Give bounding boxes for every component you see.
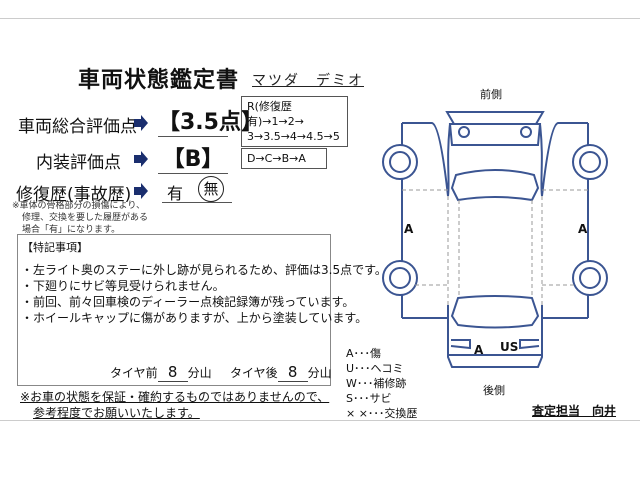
interior-scale-box: D→C→B→A	[241, 148, 327, 169]
remark-item: ・ホイールキャップに傷がありますが、上から塗装しています。	[21, 311, 368, 325]
interior-score-value: 【B】	[158, 141, 228, 174]
tire-unit: 分山	[307, 366, 332, 380]
bottom-divider	[0, 420, 640, 421]
hood	[448, 123, 542, 146]
tire-unit: 分山	[187, 366, 212, 380]
headlight	[520, 126, 532, 138]
scale-line: R(修復歴有)→1→2→	[247, 100, 304, 128]
damage-mark-right: A	[578, 222, 588, 236]
left-taillight	[450, 339, 471, 350]
tire-rear-label: タイヤ後	[230, 366, 278, 380]
rear-body	[447, 305, 543, 368]
top-divider	[0, 18, 640, 19]
inspector: 査定担当 向井	[532, 404, 617, 418]
repair-note: ※車体の骨格部分の損傷により、 修理、交換を要した履歴がある 場合「有」になりま…	[12, 200, 148, 236]
legend-item: × ×･･･交換歴	[346, 407, 418, 420]
legend-item: W･･･補修跡	[346, 377, 407, 390]
damage-mark-rear-a: A	[474, 343, 484, 357]
tire-front-value: 8	[157, 363, 188, 382]
repair-history-label: 修復歴(事故歴)	[16, 185, 132, 205]
remark-item: ・前回、前々回車検のディーラー点検記録簿が残っています。	[21, 295, 355, 309]
remarks-heading: 【特記事項】	[22, 241, 88, 254]
remarks-box: 【特記事項】 ・左ライト奥のステーに外し跡が見られるため、評価は3.5点です。 …	[17, 234, 387, 386]
overall-score-label: 車両総合評価点	[18, 117, 137, 137]
front-label: 前側	[480, 88, 502, 101]
tire-rear-value: 8	[277, 363, 308, 382]
remark-item: ・下廻りにサビ等見受けられません。	[21, 279, 225, 293]
arrow-icon	[134, 183, 148, 199]
rear-label: 後側	[483, 384, 505, 397]
legend-item: U･･･ヘコミ	[346, 362, 404, 375]
remark-item: ・左ライト奥のステーに外し跡が見られるため、評価は3.5点です。	[21, 263, 387, 277]
headlight	[458, 126, 470, 138]
right-taillight	[519, 339, 540, 350]
damage-mark-left: A	[404, 222, 414, 236]
repair-yes: 有	[167, 184, 184, 203]
panel-dashes	[402, 189, 588, 305]
repair-no-circled: 無	[198, 176, 224, 202]
note-line: 場合「有」になります。	[22, 225, 121, 235]
windshield	[450, 169, 540, 202]
legend-item: S･･･サビ	[346, 392, 392, 405]
damage-mark-rear-us: US	[500, 340, 519, 354]
tire-front-label: タイヤ前	[110, 366, 158, 380]
arrow-icon	[134, 115, 148, 131]
document-title: 車両状態鑑定書	[78, 68, 240, 93]
front-bumper	[445, 111, 545, 125]
arrow-icon	[134, 151, 148, 167]
legend: A･･･傷 U･･･ヘコミ W･･･補修跡 S･･･サビ × ×･･･交換歴	[346, 346, 417, 421]
repair-history-value: 有 無	[162, 176, 232, 203]
note-line: ※車体の骨格部分の損傷により、	[12, 201, 146, 211]
left-fender	[402, 122, 451, 197]
interior-score-label: 内装評価点	[36, 153, 121, 173]
vehicle-model: マツダ デミオ	[252, 73, 364, 89]
note-line: 修理、交換を要した履歴がある	[22, 213, 149, 223]
scale-line: 3→3.5→4→4.5→5	[247, 130, 340, 143]
overall-scale-box: R(修復歴有)→1→2→ 3→3.5→4→4.5→5	[241, 96, 348, 147]
disclaimer-line: 参考程度でお願いいたします。	[33, 406, 200, 420]
disclaimer-line: ※お車の状態を保証・確約するものではありませんので、	[20, 390, 330, 404]
disclaimer: ※お車の状態を保証・確約するものではありませんので、 参考程度でお願いいたします…	[20, 389, 329, 421]
rear-window	[450, 295, 540, 329]
legend-item: A･･･傷	[346, 347, 382, 360]
right-fender	[539, 122, 588, 197]
